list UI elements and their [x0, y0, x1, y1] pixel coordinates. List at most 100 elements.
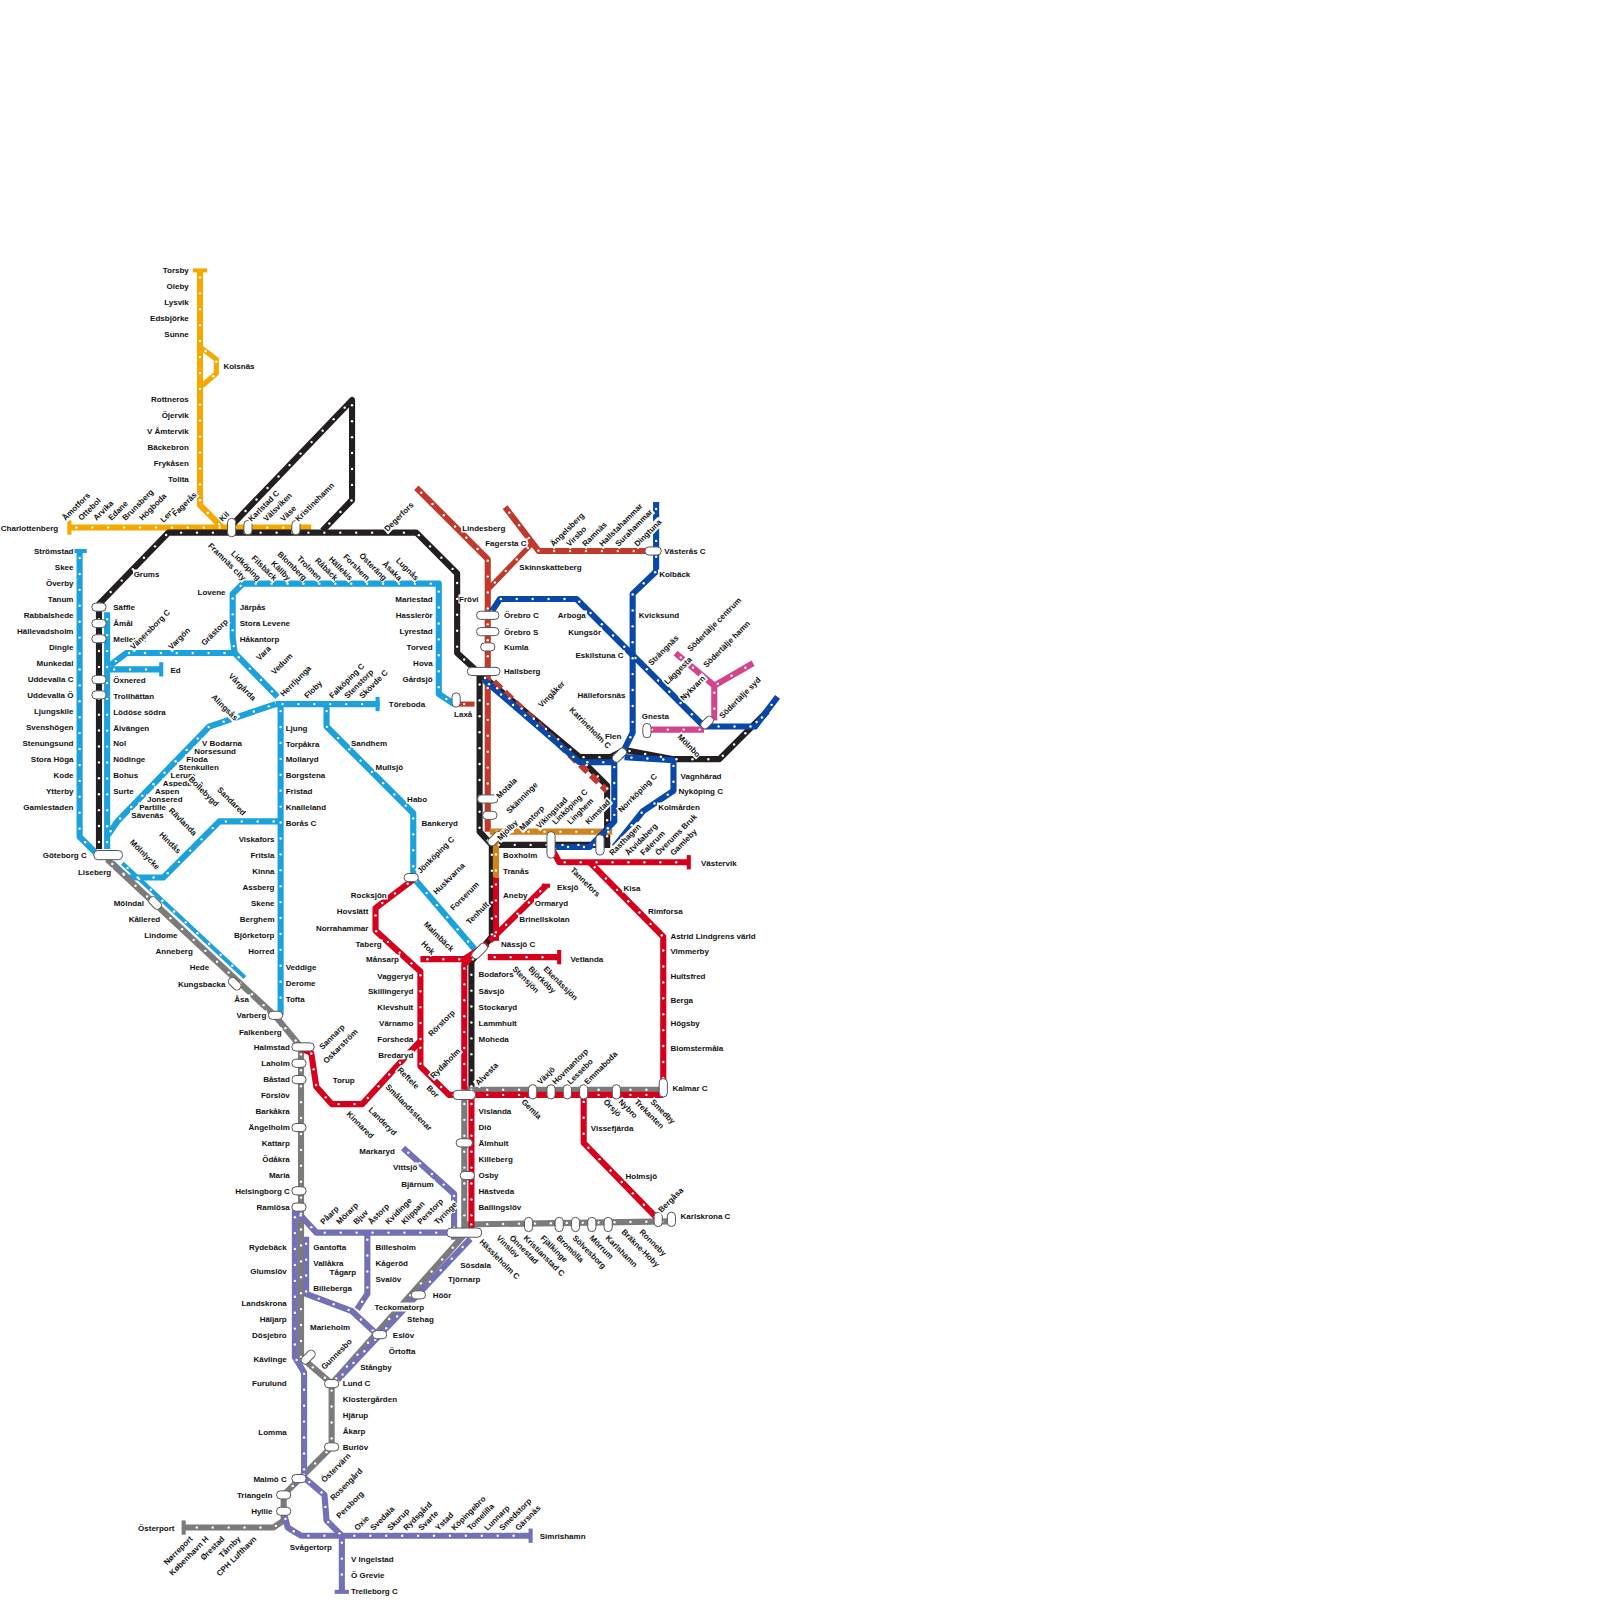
- station-label: Överby: [45, 578, 75, 587]
- station-dot: [350, 582, 352, 584]
- station-dot: [279, 742, 281, 744]
- station-dot: [330, 1405, 332, 1407]
- interchange-marker: [147, 895, 163, 911]
- station-label: Brinellskolan: [518, 915, 570, 924]
- station-dot: [463, 1182, 465, 1184]
- interchange-marker: [268, 1011, 282, 1019]
- station-label: Eksjö: [556, 882, 579, 891]
- station-dot: [583, 846, 585, 848]
- station-dot: [361, 1301, 363, 1303]
- station-dot: [512, 704, 514, 706]
- station-label: Boxholm: [502, 851, 538, 860]
- station-dot: [308, 1481, 310, 1483]
- interchange-marker: [588, 1217, 596, 1231]
- interchange-marker: [460, 1171, 474, 1179]
- station-label: Nyköping C: [678, 786, 724, 795]
- station-dot: [300, 1181, 302, 1183]
- station-dot: [300, 1244, 302, 1246]
- station-label: Grums: [133, 570, 161, 579]
- station-dot: [607, 830, 609, 832]
- station-dot: [279, 965, 281, 967]
- rail-line: [108, 704, 275, 835]
- station-dot: [98, 825, 100, 827]
- station-dot: [463, 983, 465, 985]
- interchange-marker: [470, 942, 489, 961]
- rail-line: [464, 951, 477, 1090]
- station-dot: [494, 935, 496, 937]
- station-dot: [323, 1535, 325, 1537]
- station-dot: [233, 645, 235, 647]
- station-dot: [98, 650, 100, 652]
- station-dot: [487, 766, 489, 768]
- station-dot: [161, 899, 163, 901]
- station-dot: [470, 974, 472, 976]
- station-dot: [371, 531, 373, 533]
- station-label: Borås C: [285, 819, 318, 828]
- station-dot: [453, 1195, 455, 1197]
- station-dot: [241, 820, 243, 822]
- station-label: Nödinge: [112, 755, 146, 764]
- station-dot: [630, 756, 632, 758]
- station-label: Kristinehamn: [293, 481, 337, 525]
- station-dot: [284, 1518, 286, 1520]
- station-dot: [463, 1166, 465, 1168]
- station-dot: [470, 1150, 472, 1152]
- station-label: Vallåkra: [312, 1259, 344, 1268]
- station-dot: [470, 989, 472, 991]
- line-end-bar: [182, 1520, 186, 1534]
- station-dot: [78, 668, 80, 670]
- station-dot: [717, 682, 719, 684]
- station-label: Uddevalla Ö: [26, 690, 74, 699]
- station-dot: [293, 1530, 295, 1532]
- station-label: Vetlanda: [569, 955, 604, 964]
- station-dot: [572, 756, 574, 758]
- station-dot: [150, 889, 152, 891]
- station-label: Sandhem: [350, 738, 388, 747]
- station-dot: [463, 999, 465, 1001]
- station-dot: [553, 550, 555, 552]
- station-dot: [533, 718, 535, 720]
- interchange-marker: [324, 1443, 338, 1451]
- station-label: Dingle: [48, 642, 74, 651]
- station-dot: [412, 865, 414, 867]
- station-dot: [351, 468, 353, 470]
- station-dot: [249, 667, 251, 669]
- station-dot: [294, 1296, 296, 1298]
- station-dot: [463, 1047, 465, 1049]
- station-dot: [744, 732, 746, 734]
- station-label: Öjervik: [161, 410, 190, 419]
- interchanges: [92, 518, 715, 1515]
- station-dot: [582, 1133, 584, 1135]
- station-dot: [561, 844, 563, 846]
- station-dot: [692, 667, 694, 669]
- station-label: Björketorp: [233, 930, 275, 939]
- station-label: Stenungsund: [21, 738, 74, 747]
- station-label: Veddige: [285, 963, 318, 972]
- station-dot: [470, 1053, 472, 1055]
- station-label: Falkenberg: [238, 1027, 283, 1036]
- station-label: Kolbäck: [658, 570, 691, 579]
- station-dot: [470, 1119, 472, 1121]
- station-dot: [662, 965, 664, 967]
- station-dot: [297, 703, 299, 705]
- station-dot: [463, 1103, 465, 1105]
- rail-line: [357, 1233, 367, 1310]
- station-dot: [98, 666, 100, 668]
- station-dot: [744, 667, 746, 669]
- station-dot: [196, 1526, 198, 1528]
- station-label: Kållered: [128, 915, 162, 924]
- station-dot: [310, 1226, 312, 1228]
- station-label: Vårgårda: [226, 671, 258, 703]
- station-label: Skinnskatteberg: [518, 563, 582, 572]
- station-dot: [106, 666, 108, 668]
- station-dot: [514, 844, 516, 846]
- station-dot: [463, 703, 465, 705]
- station-dot: [106, 809, 108, 811]
- station-label: Norrköping C: [616, 771, 660, 815]
- station-dot: [128, 652, 130, 654]
- station-dot: [325, 1096, 327, 1098]
- station-dot: [138, 878, 140, 880]
- station-dot: [487, 750, 489, 752]
- interchange-marker: [529, 1085, 537, 1099]
